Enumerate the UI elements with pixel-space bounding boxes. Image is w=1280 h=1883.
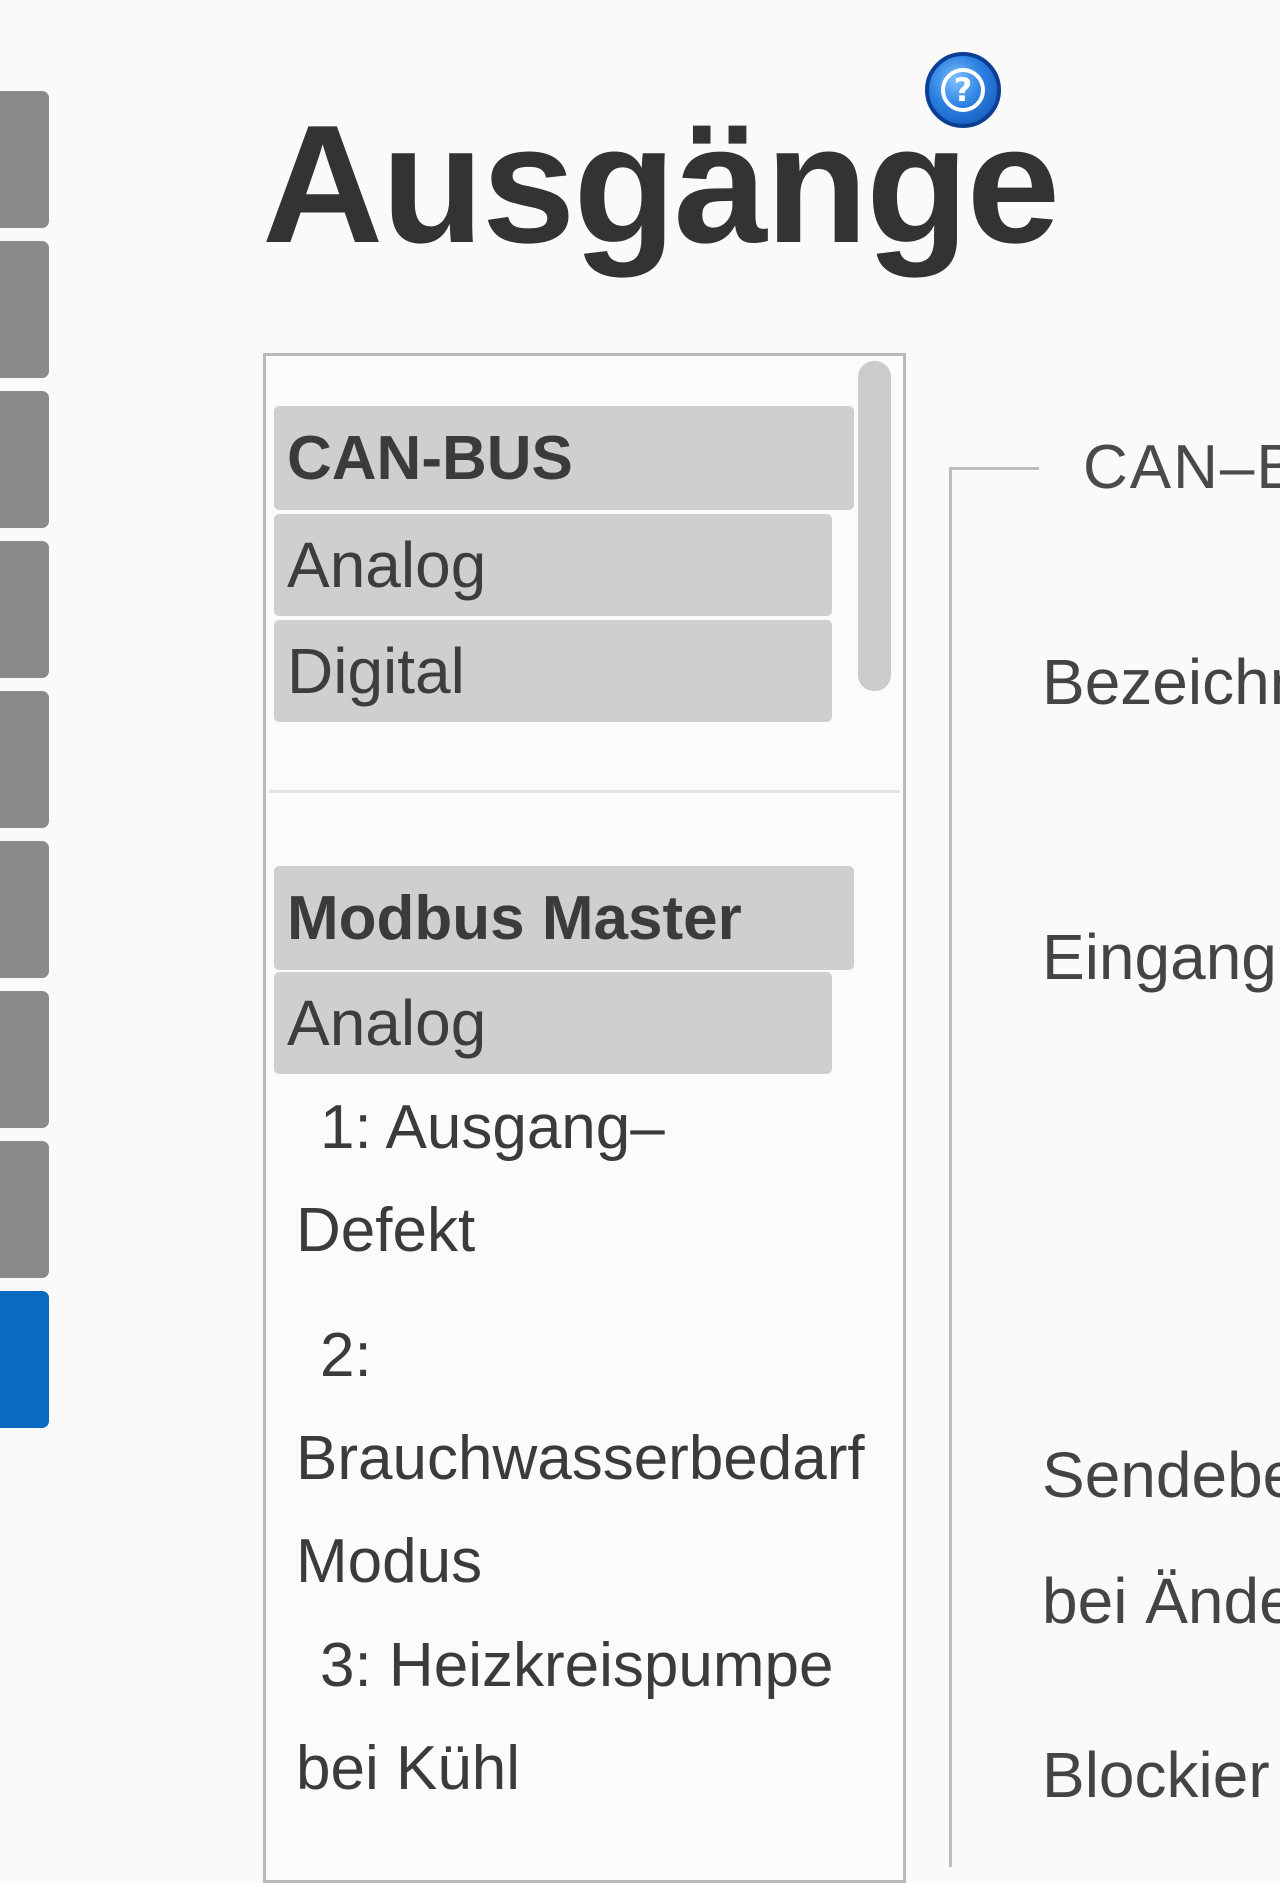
output-2-line-3: Modus xyxy=(296,1527,483,1596)
nav-tab-1[interactable] xyxy=(0,91,49,228)
nav-tab-8[interactable] xyxy=(0,1141,49,1278)
label-send-condition: Sendebe xyxy=(1042,1439,1280,1511)
group-item-can-analog[interactable]: Analog xyxy=(274,514,832,616)
nav-tab-3[interactable] xyxy=(0,391,49,528)
output-1-line-1: 1: Ausgang– xyxy=(320,1093,665,1162)
list-item-output-1[interactable]: 1: Ausgang– Defekt xyxy=(296,1076,886,1282)
nav-tab-4[interactable] xyxy=(0,541,49,678)
output-3-line-1: 3: Heizkreispumpe xyxy=(320,1631,834,1700)
outputs-list[interactable]: CAN-BUS Analog Digital Modbus Master Ana… xyxy=(263,353,906,1883)
details-fieldset-top-border xyxy=(949,467,1039,470)
nav-tab-5[interactable] xyxy=(0,691,49,828)
output-2-line-2: Brauchwasserbedarf xyxy=(296,1424,865,1493)
output-3-line-2: bei Kühl xyxy=(296,1734,521,1803)
group-item-can-digital[interactable]: Digital xyxy=(274,620,832,722)
list-scrollbar[interactable] xyxy=(858,361,891,691)
group-divider xyxy=(269,790,900,793)
label-on-change: bei Ände xyxy=(1042,1565,1280,1637)
page-title: Ausgänge xyxy=(262,90,1060,278)
output-1-line-2: Defekt xyxy=(296,1196,476,1265)
group-item-modbus-analog[interactable]: Analog xyxy=(274,972,832,1074)
nav-tab-2[interactable] xyxy=(0,241,49,378)
list-item-output-2[interactable]: 2: Brauchwasserbedarf Modus xyxy=(296,1304,886,1613)
group-header-can-bus[interactable]: CAN-BUS xyxy=(274,406,854,510)
group-header-modbus-master[interactable]: Modbus Master xyxy=(274,866,854,970)
label-block: Blockier xyxy=(1042,1739,1270,1811)
nav-tab-outputs-active[interactable] xyxy=(0,1291,49,1428)
list-item-output-3[interactable]: 3: Heizkreispumpe bei Kühl xyxy=(296,1614,886,1820)
question-mark-glyph: ? xyxy=(941,68,985,112)
label-input: Eingang xyxy=(1042,921,1277,993)
output-2-line-1: 2: xyxy=(320,1321,372,1390)
help-icon[interactable]: ? xyxy=(925,52,1001,128)
nav-tab-7[interactable] xyxy=(0,991,49,1128)
nav-tab-6[interactable] xyxy=(0,841,49,978)
label-designation: Bezeichn xyxy=(1042,646,1280,718)
details-fieldset-border xyxy=(949,467,952,1867)
details-legend: CAN–B xyxy=(1083,433,1280,502)
